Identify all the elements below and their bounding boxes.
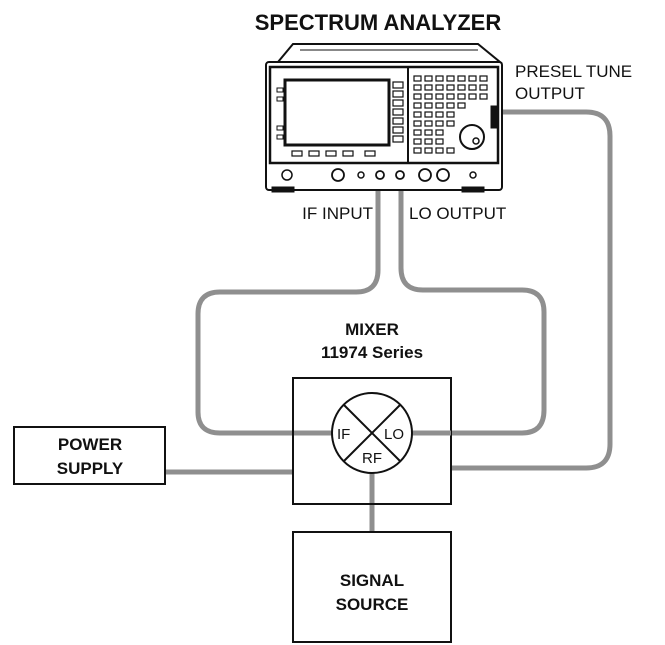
presel-tune-label: PRESEL TUNE — [515, 62, 632, 81]
panel-button — [308, 150, 320, 157]
signal-source: SIGNAL SOURCE — [292, 531, 452, 643]
softkey — [392, 99, 404, 107]
power-switch — [281, 169, 293, 181]
tuning-knob — [459, 124, 485, 150]
if-input-connector — [375, 170, 385, 180]
front-connector — [418, 168, 432, 182]
mixer-cross — [343, 404, 401, 462]
softkey — [392, 126, 404, 134]
signal-source-label-1: SIGNAL — [340, 571, 404, 590]
signal-source-label-2: SOURCE — [336, 595, 409, 614]
softkey — [392, 135, 404, 143]
panel-button — [342, 150, 354, 157]
softkey — [392, 81, 404, 89]
panel-button — [325, 150, 337, 157]
left-button — [276, 125, 284, 131]
mixer-title: MIXER — [345, 320, 399, 339]
panel-button — [364, 150, 376, 157]
power-supply-label-1: POWER — [58, 435, 122, 454]
mixer: IF LO RF — [292, 377, 452, 505]
front-connector — [436, 168, 450, 182]
front-connector — [357, 171, 365, 179]
power-supply: POWER SUPPLY — [13, 426, 166, 485]
softkeys — [392, 81, 404, 143]
left-button — [276, 96, 284, 102]
analyzer-screen — [283, 78, 391, 147]
panel-button — [291, 150, 303, 157]
mixer-model: 11974 Series — [321, 343, 423, 362]
if-cable — [195, 178, 381, 436]
power-supply-label-2: SUPPLY — [57, 459, 124, 478]
softkey — [392, 90, 404, 98]
presel-output-label: OUTPUT — [515, 84, 585, 103]
front-connector — [469, 171, 477, 179]
spectrum-analyzer — [265, 43, 503, 193]
front-connector — [331, 168, 345, 182]
softkey — [392, 117, 404, 125]
lo-output-connector — [395, 170, 405, 180]
cables — [165, 109, 613, 532]
keypad — [413, 75, 488, 154]
power-supply-box — [13, 426, 166, 485]
mixer-port-rf: RF — [362, 450, 382, 467]
lo-output-label: LO OUTPUT — [409, 204, 506, 223]
left-button — [276, 87, 284, 93]
mixer-port-if: IF — [337, 426, 350, 443]
if-input-label: IF INPUT — [302, 204, 373, 223]
mixer-port-lo: LO — [384, 426, 404, 443]
signal-source-box — [292, 531, 452, 643]
presel-tune-cable — [451, 109, 613, 471]
lo-cable — [398, 178, 547, 436]
analyzer-foot-right — [461, 186, 485, 193]
screen-buttons — [291, 150, 376, 157]
tuning-knob-dimple — [472, 137, 480, 145]
analyzer-top — [275, 43, 503, 63]
diagram-title: SPECTRUM ANALYZER — [255, 10, 502, 35]
softkey — [392, 108, 404, 116]
analyzer-foot-left — [271, 186, 295, 193]
presel-tune-port — [490, 105, 499, 129]
left-button — [276, 134, 284, 140]
mixer-box — [292, 377, 452, 505]
